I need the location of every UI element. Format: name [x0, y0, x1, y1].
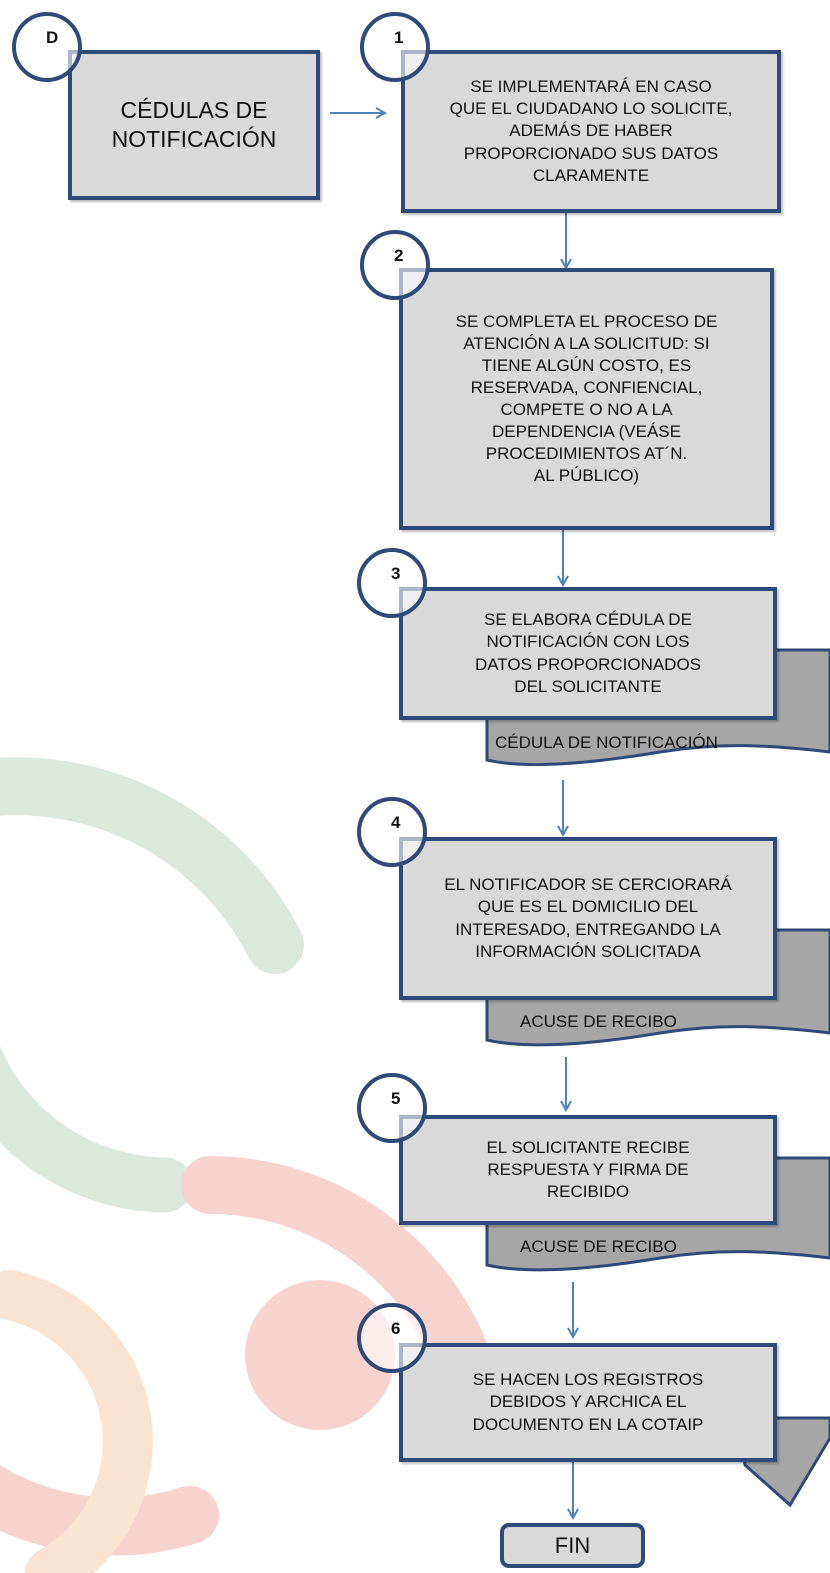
step-4-document-label: ACUSE DE RECIBO: [520, 1012, 677, 1031]
end-label: FIN: [554, 1532, 591, 1558]
start-box-label: CÉDULAS DE NOTIFICACIÓN: [111, 97, 277, 152]
step-6-text: SE HACEN LOS REGISTROS DEBIDOS Y ARCHICA…: [472, 1370, 704, 1434]
step-4-box: EL NOTIFICADOR SE CERCIORARÁ QUE ES EL D…: [399, 837, 777, 1000]
step-1-circle: 1: [360, 12, 430, 82]
step-1-box: SE IMPLEMENTARÁ EN CASO QUE EL CIUDADANO…: [401, 50, 781, 213]
step-4-text: EL NOTIFICADOR SE CERCIORARÁ QUE ES EL D…: [444, 875, 732, 961]
start-marker-label: D: [46, 28, 59, 47]
step-2-circle: 2: [360, 230, 430, 300]
step-3-box: SE ELABORA CÉDULA DE NOTIFICACIÓN CON LO…: [399, 587, 777, 720]
end-box: FIN: [500, 1523, 645, 1568]
step-5-document-label: ACUSE DE RECIBO: [520, 1237, 677, 1256]
step-4-circle: 4: [357, 797, 427, 867]
step-6-circle: 6: [357, 1303, 427, 1373]
start-box: CÉDULAS DE NOTIFICACIÓN: [68, 50, 320, 200]
step-2-text: SE COMPLETA EL PROCESO DE ATENCIÓN A LA …: [455, 311, 718, 486]
step-1-text: SE IMPLEMENTARÁ EN CASO QUE EL CIUDADANO…: [449, 77, 733, 185]
step-3-circle: 3: [357, 548, 427, 618]
step-3-document-label: CÉDULA DE NOTIFICACIÓN: [495, 733, 718, 752]
step-1-number: 1: [394, 28, 404, 47]
step-6-box: SE HACEN LOS REGISTROS DEBIDOS Y ARCHICA…: [399, 1343, 777, 1462]
step-5-box: EL SOLICITANTE RECIBE RESPUESTA Y FIRMA …: [399, 1115, 777, 1225]
connector-arrows: [330, 113, 573, 1518]
step-3-text: SE ELABORA CÉDULA DE NOTIFICACIÓN CON LO…: [474, 610, 702, 696]
step-6-number: 6: [391, 1319, 401, 1338]
step-5-text: EL SOLICITANTE RECIBE RESPUESTA Y FIRMA …: [486, 1137, 690, 1202]
step-2-number: 2: [394, 246, 404, 265]
step-5-number: 5: [391, 1089, 401, 1108]
step-4-number: 4: [391, 813, 401, 832]
step-3-number: 3: [391, 564, 401, 583]
step-5-circle: 5: [357, 1073, 427, 1143]
start-marker-circle: D: [12, 12, 82, 82]
step-2-box: SE COMPLETA EL PROCESO DE ATENCIÓN A LA …: [399, 268, 774, 530]
